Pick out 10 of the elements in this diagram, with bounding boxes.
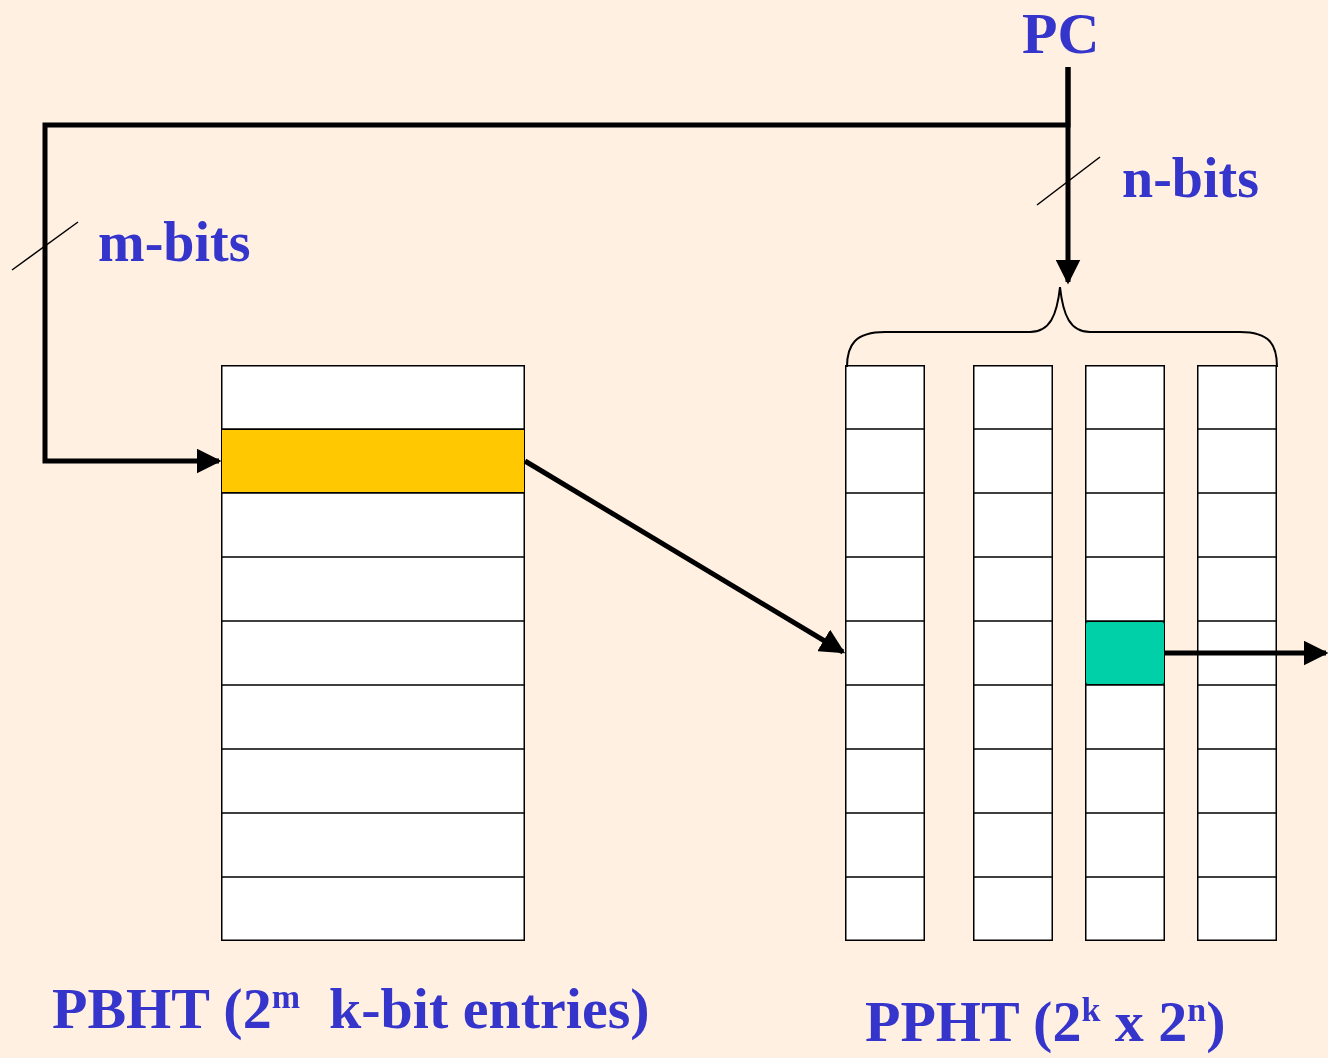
table-caption: PPHT (2$^{k}$ x 2$^{n}$) [865,993,1226,1051]
register-label: PC [1022,5,1100,63]
highlighted-row [221,429,525,493]
highlighted-cell [1085,621,1165,685]
table-caption: PBHT (2$^{m}$ k-bit entries) [52,980,650,1038]
arrow [1055,67,1081,285]
edge-label: n-bits [1122,150,1259,206]
edge-label: m-bits [98,214,251,270]
arrow [523,458,846,655]
arrow [1165,640,1328,666]
